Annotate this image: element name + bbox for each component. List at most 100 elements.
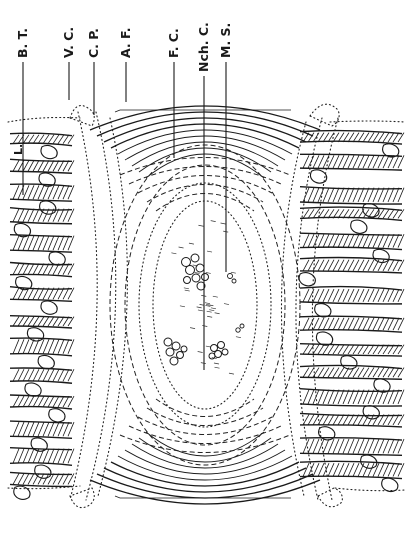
right-bone-hatch bbox=[333, 390, 339, 404]
left-bone-hatch bbox=[48, 369, 54, 381]
right-bone-hatch bbox=[348, 289, 354, 302]
left-bone-hatch bbox=[53, 317, 59, 326]
right-bone-hatch bbox=[398, 390, 404, 404]
left-bone-hatch bbox=[13, 263, 19, 274]
left-bone-hatch bbox=[13, 369, 19, 381]
left-bone-hatch bbox=[38, 396, 44, 407]
nucleus-fiber bbox=[206, 272, 211, 273]
label-cp: C. P. bbox=[86, 28, 101, 58]
right-bone-trabecula-edge bbox=[300, 154, 402, 156]
right-bone-hatch bbox=[388, 463, 394, 476]
right-bone-hatch bbox=[393, 289, 399, 302]
cell-cluster-small bbox=[228, 274, 245, 333]
left-bone-hatch bbox=[23, 317, 29, 326]
right-bone-trabecula-edge bbox=[300, 354, 402, 356]
right-bone-hatch bbox=[338, 439, 344, 453]
right-bone-hatch bbox=[308, 439, 314, 453]
right-bone-hatch bbox=[368, 345, 374, 354]
right-bone-hatch bbox=[338, 155, 344, 168]
right-bone-hatch bbox=[388, 234, 394, 247]
right-bone-trabecula bbox=[300, 131, 404, 157]
left-bone-hatch bbox=[28, 135, 34, 144]
right-bone-hatch bbox=[333, 345, 339, 354]
right-bone-trabecula-edge bbox=[300, 302, 402, 304]
right-bone-hatch bbox=[353, 439, 359, 453]
left-bone-trabecula-edge bbox=[10, 159, 72, 161]
right-bone-hatch bbox=[368, 463, 374, 476]
left-bone-hatch bbox=[18, 317, 24, 326]
cartilage-plate-left bbox=[70, 112, 97, 500]
left-bone-hatch bbox=[13, 236, 19, 251]
right-bone-trabecula bbox=[299, 257, 404, 285]
label-bt: B. T. bbox=[15, 28, 30, 58]
left-bone-hatch bbox=[33, 209, 39, 222]
cartilage-plate-right bbox=[312, 118, 338, 500]
left-bone-trabecula bbox=[10, 338, 74, 369]
right-bone-hatch bbox=[383, 368, 389, 378]
left-bone-trabecula bbox=[10, 368, 74, 396]
right-bone-marrow-space bbox=[316, 332, 332, 345]
right-bone-hatch bbox=[328, 188, 334, 202]
nucleus-fiber bbox=[195, 272, 200, 273]
right-bone-hatch bbox=[368, 368, 374, 378]
right-bone-hatch bbox=[398, 260, 404, 271]
right-bone-hatch bbox=[383, 318, 389, 330]
left-bone-hatch bbox=[63, 449, 69, 464]
right-bone-hatch bbox=[323, 463, 329, 476]
left-bone-hatch bbox=[43, 236, 49, 251]
left-bone-hatch bbox=[68, 422, 74, 436]
right-bone-hatch bbox=[393, 234, 399, 247]
right-bone-hatch bbox=[348, 439, 354, 453]
nucleus-fiber bbox=[179, 247, 184, 248]
right-bone-hatch bbox=[363, 155, 369, 168]
right-bone-hatch bbox=[328, 318, 334, 330]
right-bone-marrow-space bbox=[341, 356, 357, 369]
right-bone-trabecula-edge bbox=[300, 344, 402, 346]
right-bone-hatch bbox=[368, 439, 374, 453]
left-bone-hatch bbox=[33, 369, 39, 381]
nucleus-fiber bbox=[180, 306, 185, 307]
right-bone-hatch bbox=[303, 209, 309, 218]
nucleus-fiber bbox=[211, 308, 216, 309]
left-bone-hatch bbox=[58, 396, 64, 407]
right-bone-hatch bbox=[308, 318, 314, 330]
right-bone-hatch bbox=[343, 234, 349, 247]
right-bone-hatch bbox=[388, 439, 394, 453]
right-bone-hatch bbox=[358, 318, 364, 330]
left-bone-hatch bbox=[63, 339, 69, 353]
annulus-inner-top bbox=[138, 176, 272, 194]
right-bone-hatch bbox=[333, 234, 339, 247]
right-bone-hatch bbox=[328, 234, 334, 247]
left-bone-marrow-space bbox=[27, 328, 43, 341]
left-bone-trabecula bbox=[10, 472, 74, 499]
right-bone-marrow-space bbox=[374, 379, 390, 392]
nucleus-fiber bbox=[202, 326, 207, 327]
left-bone-trabecula-edge bbox=[10, 354, 72, 356]
right-bone-trabecula-edge bbox=[300, 377, 402, 379]
left-bone-hatch bbox=[63, 369, 69, 381]
nucleus-fiber bbox=[231, 272, 236, 273]
nucleus-fiber bbox=[171, 253, 176, 254]
right-bone-hatch bbox=[373, 318, 379, 330]
left-bone-hatch bbox=[68, 236, 74, 251]
right-bone-trabecula bbox=[300, 413, 404, 439]
right-bone-hatch bbox=[328, 390, 334, 404]
nucleus-fiber bbox=[215, 313, 220, 314]
right-bone-hatch bbox=[338, 368, 344, 378]
right-bone-hatch bbox=[338, 260, 344, 271]
right-bone-hatch bbox=[303, 188, 309, 202]
right-bone-hatch bbox=[343, 155, 349, 168]
right-bone-hatch bbox=[393, 463, 399, 476]
right-bone-hatch bbox=[363, 234, 369, 247]
right-bone-hatch bbox=[343, 318, 349, 330]
left-bone-hatch bbox=[58, 422, 64, 436]
right-bone-hatch bbox=[353, 188, 359, 202]
right-bone-hatch bbox=[393, 133, 399, 142]
annulus-inner-bottom bbox=[129, 426, 281, 444]
right-bone-hatch bbox=[363, 188, 369, 202]
right-bone-hatch bbox=[323, 345, 329, 354]
right-bone-hatch bbox=[328, 289, 334, 302]
left-bone-trabecula-edge bbox=[10, 368, 72, 370]
annulus-inner-top bbox=[120, 158, 290, 176]
left-bone-trabecula-edge bbox=[10, 472, 72, 474]
